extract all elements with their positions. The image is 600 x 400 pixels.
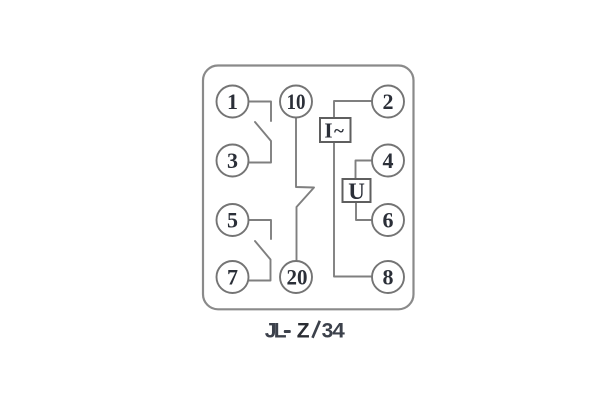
svg-text:L: L (274, 319, 287, 342)
svg-text:3: 3 (227, 148, 238, 173)
svg-text:8: 8 (383, 265, 394, 290)
svg-text:1: 1 (227, 89, 238, 114)
svg-text:20: 20 (287, 265, 308, 290)
svg-text:2: 2 (383, 89, 394, 114)
svg-text:6: 6 (383, 208, 394, 233)
svg-text:4: 4 (332, 319, 345, 342)
svg-text:I: I (324, 119, 332, 143)
svg-text:3: 3 (322, 319, 334, 342)
svg-text:7: 7 (227, 265, 238, 290)
svg-text:5: 5 (227, 208, 238, 233)
svg-text:J: J (265, 319, 277, 342)
svg-text:~: ~ (334, 121, 344, 142)
svg-text:U: U (348, 179, 365, 204)
svg-text:4: 4 (383, 148, 394, 173)
svg-text:10: 10 (287, 89, 306, 114)
svg-text:Z: Z (297, 319, 310, 342)
